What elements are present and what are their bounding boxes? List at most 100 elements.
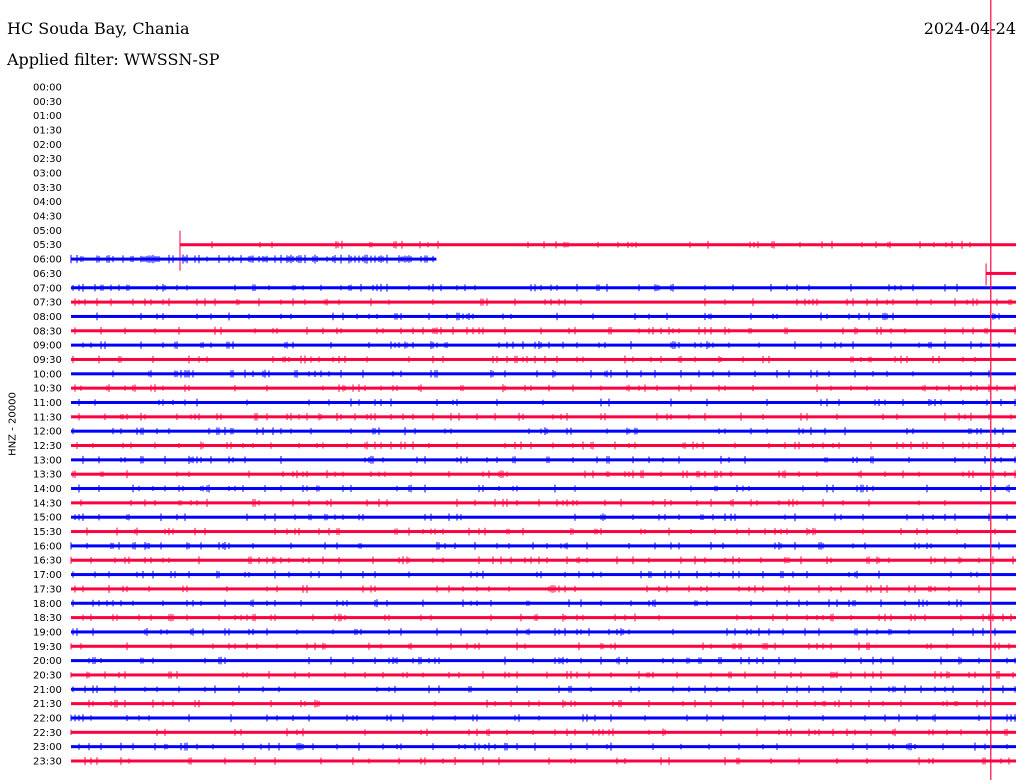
- row-time-label: 16:30: [33, 556, 62, 567]
- trace-noise: [70, 670, 1014, 679]
- trace-noise: [72, 599, 962, 608]
- trace-noise: [78, 484, 1010, 493]
- row-time-label: 22:00: [33, 713, 62, 724]
- row-time-label: 11:00: [33, 398, 62, 409]
- trace-noise: [88, 656, 1016, 665]
- row-time-label: 14:30: [33, 498, 62, 509]
- trace-noise: [84, 757, 1010, 765]
- row-time-label: 00:30: [33, 97, 62, 108]
- trace-noise: [70, 254, 434, 264]
- trace-noise: [96, 312, 1000, 321]
- row-time-label: 00:00: [33, 83, 62, 94]
- row-time-label: 02:30: [33, 154, 62, 165]
- row-time-label: 17:30: [33, 584, 62, 595]
- trace-noise: [72, 427, 1004, 436]
- row-time-label: 19:30: [33, 642, 62, 653]
- trace-line: [71, 458, 1016, 462]
- row-time-label: 18:30: [33, 613, 62, 624]
- trace-line: [71, 659, 1016, 663]
- trace-line: [71, 415, 1016, 419]
- row-time-label: 14:00: [33, 484, 62, 495]
- trace-line: [71, 444, 1016, 448]
- row-time-label: 07:30: [33, 298, 62, 309]
- trace-line: [71, 587, 1016, 591]
- trace-noise: [74, 584, 980, 593]
- date-label: 2024-04-24: [923, 19, 1016, 38]
- row-time-label: 17:00: [33, 570, 62, 581]
- trace-line: [71, 357, 1016, 361]
- trace-noise: [74, 326, 1016, 335]
- trace-noise: [76, 441, 1014, 450]
- trace-line: [71, 730, 1016, 734]
- row-time-label: 10:30: [33, 384, 62, 395]
- row-time-label: 19:00: [33, 627, 62, 638]
- trace-noise: [82, 613, 1012, 622]
- trace-line: [71, 673, 1016, 677]
- row-time-label: 06:30: [33, 269, 62, 280]
- trace-line: [71, 716, 1016, 720]
- trace-noise: [72, 283, 958, 292]
- trace-line: [71, 630, 1016, 634]
- trace-line: [71, 372, 1016, 376]
- trace-noise: [74, 384, 1016, 393]
- trace-noise: [74, 298, 1012, 307]
- row-time-label: 23:30: [33, 757, 62, 768]
- row-time-label: 10:00: [33, 369, 62, 380]
- trace-noise: [82, 455, 1016, 464]
- trace-noise: [78, 742, 1008, 751]
- trace-noise: [70, 714, 1016, 722]
- filter-label: Applied filter: WWSSN-SP: [7, 50, 220, 69]
- trace-line: [71, 501, 1016, 505]
- trace-line: [71, 286, 1016, 290]
- row-time-label: 21:30: [33, 699, 62, 710]
- trace-noise: [112, 369, 990, 378]
- row-time-label: 02:00: [33, 140, 62, 151]
- trace-noise: [72, 627, 996, 636]
- trace-line: [71, 314, 1016, 318]
- trace-line: [71, 530, 1016, 534]
- trace-noise: [88, 699, 986, 708]
- trace-noise: [72, 685, 1016, 694]
- trace-line: [71, 429, 1016, 433]
- row-time-label: 09:30: [33, 355, 62, 366]
- row-time-label: 21:00: [33, 685, 62, 696]
- trace-noise: [70, 642, 1010, 651]
- row-time-label: 11:30: [33, 412, 62, 423]
- trace-noise: [86, 527, 996, 536]
- row-time-label: 06:00: [33, 255, 62, 266]
- trace-noise: [80, 498, 946, 507]
- row-time-label: 04:00: [33, 197, 62, 208]
- row-time-label: 03:30: [33, 183, 62, 194]
- row-time-label: 09:00: [33, 341, 62, 352]
- trace-noise: [70, 541, 1000, 550]
- trace-line: [71, 573, 1016, 577]
- trace-line: [71, 300, 1016, 304]
- trace-line: [71, 601, 1016, 605]
- trace-noise: [70, 728, 1008, 737]
- row-time-label: 08:00: [33, 312, 62, 323]
- trace-line: [986, 271, 1016, 275]
- trace-line: [71, 558, 1016, 562]
- trace-line: [71, 257, 437, 261]
- row-time-label: 20:00: [33, 656, 62, 667]
- row-time-label: 07:00: [33, 283, 62, 294]
- trace-line: [71, 515, 1016, 519]
- row-time-label: 08:30: [33, 326, 62, 337]
- row-time-label: 16:00: [33, 541, 62, 552]
- row-time-label: 01:30: [33, 126, 62, 137]
- trace-line: [71, 644, 1016, 648]
- trace-line: [71, 702, 1016, 706]
- row-time-label: 12:00: [33, 427, 62, 438]
- trace-noise: [78, 398, 1016, 407]
- trace-line: [71, 472, 1016, 476]
- trace-line: [71, 487, 1016, 491]
- trace-noise: [72, 570, 978, 579]
- trace-line: [71, 544, 1016, 548]
- trace-noise: [82, 341, 1000, 350]
- trace-noise: [74, 513, 1008, 522]
- row-time-label: 05:30: [33, 240, 62, 251]
- row-time-label: 13:30: [33, 470, 62, 481]
- row-time-label: 05:00: [33, 226, 62, 237]
- row-time-label: 22:30: [33, 728, 62, 739]
